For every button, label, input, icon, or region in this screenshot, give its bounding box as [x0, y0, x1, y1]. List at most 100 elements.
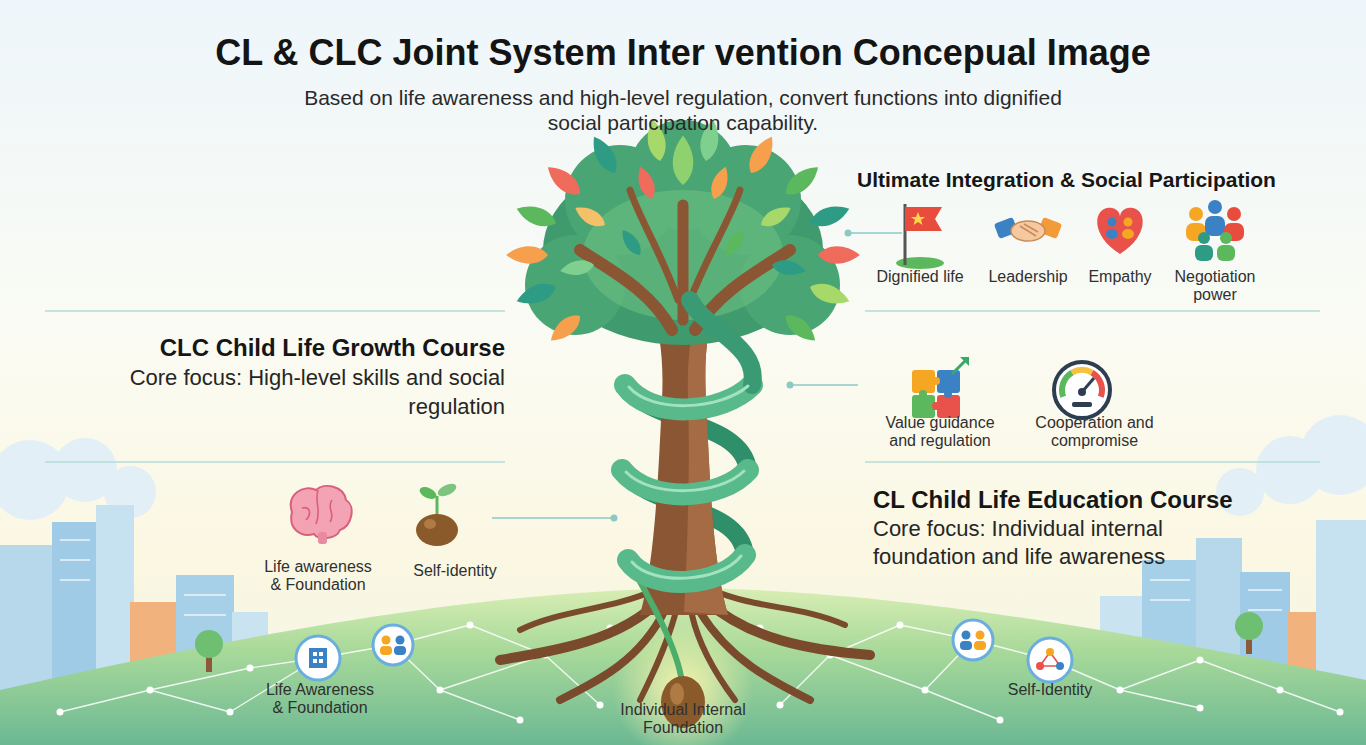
puzzle-icon [960, 357, 969, 366]
cityscape [1150, 599, 1190, 601]
empathy-heart-icon [1122, 229, 1134, 239]
canopy-leaves [771, 258, 807, 278]
item-label: Self-identity [400, 562, 510, 580]
canopy-leaves [807, 279, 852, 310]
puzzle-icon [932, 402, 940, 410]
ribbon-front [625, 385, 752, 409]
section-separators [865, 310, 1320, 312]
section-separators [45, 461, 505, 463]
gauge-icon [1092, 373, 1102, 397]
gauge-icon [1062, 373, 1072, 397]
leader-dots [611, 515, 618, 522]
canopy-leaves [757, 202, 794, 231]
circle-icons [319, 659, 323, 663]
empathy-heart-icon [1108, 218, 1117, 227]
tree-roots [520, 590, 655, 630]
brain-icon [291, 486, 352, 538]
flag-icon [896, 257, 944, 269]
canopy-leaves [617, 226, 645, 258]
network-lines [1120, 690, 1200, 708]
icon-item: Self-Identity [995, 681, 1105, 703]
section-separators [865, 461, 1320, 463]
course-title: CLC Child Life Growth Course [45, 333, 505, 363]
circle-icons [382, 636, 391, 645]
ribbon-front [622, 470, 748, 494]
cityscape [60, 539, 90, 541]
team-icon [1205, 216, 1225, 236]
network-dots [57, 709, 64, 716]
puzzle-icon [912, 357, 969, 418]
icon-item: Dignified life [870, 268, 970, 308]
network-lines [925, 690, 1000, 720]
circle-icons [1046, 648, 1054, 656]
seedling-icon [436, 481, 458, 499]
network-lines [440, 690, 520, 720]
leader-dots [845, 230, 852, 237]
gauge-icon [1054, 362, 1110, 418]
small-trees [195, 630, 223, 658]
flag-icon [905, 207, 942, 231]
circle-icons [396, 636, 405, 645]
circle-icons [960, 641, 972, 650]
clouds [1300, 415, 1366, 495]
course-focus: Core focus: High-level skills and social… [125, 363, 505, 421]
network-dots [897, 622, 904, 629]
icon-item: Self-identity [400, 562, 510, 584]
cityscape [1248, 589, 1282, 591]
network-dots [1277, 687, 1284, 694]
icon-item: Empathy [1070, 268, 1170, 308]
team-icon [1227, 207, 1241, 221]
network-dots [147, 687, 154, 694]
gauge-icon [1072, 370, 1092, 373]
tree-branches [580, 250, 672, 330]
circle-icons [380, 646, 392, 655]
canopy-leaves [514, 279, 559, 310]
item-label: Value guidance and regulation [875, 414, 1005, 450]
ribbon-front [626, 471, 744, 491]
handshake-icon [994, 217, 1062, 241]
item-label: Self-Identity [995, 681, 1105, 699]
section-band: CL Child Life Education CourseCore focus… [865, 462, 1325, 592]
course-focus: Core focus: Individual internal foundati… [873, 515, 1253, 571]
cityscape [184, 594, 226, 596]
subtitle: Based on life awareness and high-level r… [283, 85, 1083, 135]
section-band: CLC Child Life Growth CourseCore focus: … [45, 311, 505, 462]
circle-icons [962, 631, 971, 640]
team-icon [1186, 200, 1244, 261]
network-dots [1337, 709, 1344, 716]
cityscape [1248, 609, 1282, 611]
tree-roots [700, 612, 810, 700]
ribbon-front [632, 556, 741, 578]
puzzle-icon [919, 390, 927, 398]
ribbon-front [629, 386, 748, 406]
icon-item: Value guidance and regulation [875, 414, 1005, 458]
ribbon-front [690, 300, 753, 385]
icon-item: Negotiation power [1165, 268, 1265, 308]
item-label: Life Awareness & Foundation [262, 681, 378, 717]
circle-icons [309, 648, 327, 668]
circle-icons [313, 652, 317, 656]
team-icon [1208, 200, 1222, 214]
canopy-leaves [707, 164, 732, 201]
puzzle-icon [944, 390, 952, 398]
canopy-leaves [743, 132, 779, 177]
seedling-icon [436, 496, 439, 516]
canopy-leaves [506, 246, 548, 263]
item-label: Negotiation power [1165, 268, 1265, 304]
leader-dots [611, 230, 852, 522]
diagram-title: CL & CLC Joint System Inter vention Conc… [0, 32, 1366, 74]
flag-icon [911, 212, 925, 225]
section-separators [45, 310, 505, 312]
item-label: Cooperation and compromise [1032, 414, 1157, 450]
circle-icons [319, 652, 323, 656]
canopy-leaves [818, 246, 860, 263]
item-label: Individual Internal Foundation [583, 701, 783, 737]
circle-icons [1036, 662, 1044, 670]
canopy-leaves [634, 164, 659, 201]
empathy-heart-icon [1106, 229, 1118, 239]
leader-lines [492, 233, 902, 518]
network-dots [597, 702, 604, 709]
course-title: CL Child Life Education Course [873, 485, 1325, 515]
ribbon-front [622, 300, 753, 690]
small-trees [1235, 612, 1263, 640]
